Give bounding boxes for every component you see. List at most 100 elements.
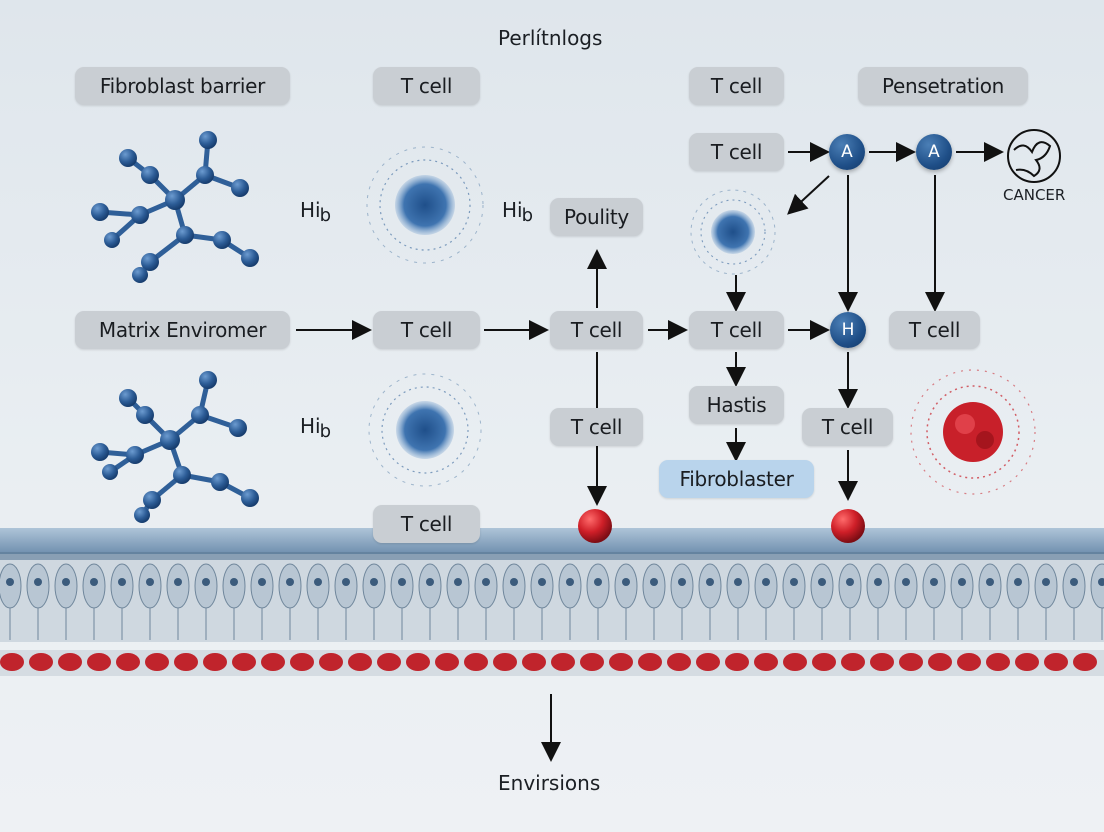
- red-blood-cell-icon: [290, 653, 314, 671]
- cell-nucleus: [650, 578, 658, 586]
- membrane-cell: [0, 563, 22, 609]
- red-blood-cell-icon: [725, 653, 749, 671]
- red-blood-cell-icon: [870, 653, 894, 671]
- tcell-label: T cell: [689, 311, 784, 349]
- red-blood-cell-icon: [87, 653, 111, 671]
- tcell-label: T cell: [689, 67, 784, 105]
- cell-nucleus: [342, 578, 350, 586]
- cell-nucleus: [594, 578, 602, 586]
- cell-nucleus: [1014, 578, 1022, 586]
- red-blood-cell-icon: [667, 653, 691, 671]
- nanoparticle-small-icon: [690, 189, 776, 275]
- cell-nucleus: [538, 578, 546, 586]
- cell-nucleus: [62, 578, 70, 586]
- hastis-label: Hastis: [689, 386, 784, 424]
- cell-nucleus: [398, 578, 406, 586]
- cell-nucleus: [426, 578, 434, 586]
- red-blood-cell-icon: [1015, 653, 1039, 671]
- red-blood-cell-icon: [609, 653, 633, 671]
- cell-nucleus: [454, 578, 462, 586]
- red-cell-icon: [831, 509, 865, 543]
- red-blood-cell-icon: [261, 653, 285, 671]
- cell-nucleus: [174, 578, 182, 586]
- cell-nucleus: [118, 578, 126, 586]
- red-blood-cell-icon: [203, 653, 227, 671]
- red-blood-cell-icon: [812, 653, 836, 671]
- cell-nucleus: [6, 578, 14, 586]
- cell-nucleus: [846, 578, 854, 586]
- hb-label: Hib: [300, 198, 332, 226]
- cell-nucleus: [986, 578, 994, 586]
- red-nanoparticle-icon: [910, 369, 1036, 495]
- cell-nucleus: [930, 578, 938, 586]
- red-blood-cell-icon: [406, 653, 430, 671]
- node-a: A: [916, 134, 952, 170]
- cell-nucleus: [790, 578, 798, 586]
- cell-nucleus: [958, 578, 966, 586]
- cell-nucleus: [146, 578, 154, 586]
- red-blood-cell-icon: [899, 653, 923, 671]
- nanoparticle-bottom-icon: [368, 373, 482, 487]
- matrix-environment-label: Matrix Enviromer: [75, 311, 290, 349]
- cell-nucleus: [202, 578, 210, 586]
- red-blood-cell-icon: [928, 653, 952, 671]
- red-blood-cell-icon: [638, 653, 662, 671]
- red-blood-cell-icon: [1044, 653, 1068, 671]
- diagram-title: Perlítnlogs: [498, 26, 603, 50]
- red-blood-cell-icon: [0, 653, 24, 671]
- red-blood-cell-icon: [551, 653, 575, 671]
- red-blood-cell-icon: [435, 653, 459, 671]
- molecule-bottom-icon: [91, 371, 259, 523]
- cell-nucleus: [1098, 578, 1104, 586]
- cell-nucleus: [258, 578, 266, 586]
- red-blood-cell-icon: [580, 653, 604, 671]
- red-blood-cell-icon: [377, 653, 401, 671]
- fibroblaster-label: Fibroblaster: [659, 460, 814, 498]
- red-blood-cell-icon: [29, 653, 53, 671]
- tcell-label: T cell: [889, 311, 980, 349]
- hb-label: Hib: [300, 414, 332, 442]
- cell-nucleus: [314, 578, 322, 586]
- red-cell-icon: [578, 509, 612, 543]
- molecule-top-icon: [91, 131, 259, 283]
- node-h: H: [830, 312, 866, 348]
- cancer-icon: [1007, 129, 1061, 183]
- tcell-label: T cell: [802, 408, 893, 446]
- cell-nucleus: [34, 578, 42, 586]
- cell-nucleus: [482, 578, 490, 586]
- red-blood-cell-icon: [319, 653, 343, 671]
- red-blood-cell-icon: [464, 653, 488, 671]
- cancer-label: CANCER: [1003, 186, 1066, 204]
- cell-membrane-layer: [0, 528, 1104, 676]
- red-blood-cell-icon: [957, 653, 981, 671]
- cell-nucleus: [874, 578, 882, 586]
- red-blood-cell-icon: [348, 653, 372, 671]
- penetration-label: Pensetration: [858, 67, 1028, 105]
- cell-nucleus: [818, 578, 826, 586]
- cell-nucleus: [230, 578, 238, 586]
- tcell-label: T cell: [373, 67, 480, 105]
- cell-nucleus: [1070, 578, 1078, 586]
- flow-arrows: [296, 142, 1004, 762]
- tcell-label: T cell: [550, 311, 643, 349]
- red-blood-cell-icon: [986, 653, 1010, 671]
- cell-nucleus: [370, 578, 378, 586]
- cell-nucleus: [706, 578, 714, 586]
- red-blood-cell-icon: [783, 653, 807, 671]
- tcell-label: T cell: [373, 505, 480, 543]
- tcell-label: T cell: [689, 133, 784, 171]
- cell-nucleus: [678, 578, 686, 586]
- cell-nucleus: [566, 578, 574, 586]
- red-blood-cell-icon: [232, 653, 256, 671]
- cell-nucleus: [1042, 578, 1050, 586]
- nanoparticle-top-icon: [366, 146, 484, 264]
- hb-label: Hib: [502, 198, 534, 226]
- red-blood-cell-icon: [1073, 653, 1097, 671]
- red-blood-cell-icon: [493, 653, 517, 671]
- red-blood-cell-icon: [696, 653, 720, 671]
- red-blood-cell-icon: [841, 653, 865, 671]
- environs-label: Envirsions: [498, 771, 601, 795]
- red-blood-cell-icon: [145, 653, 169, 671]
- red-blood-cell-icon: [522, 653, 546, 671]
